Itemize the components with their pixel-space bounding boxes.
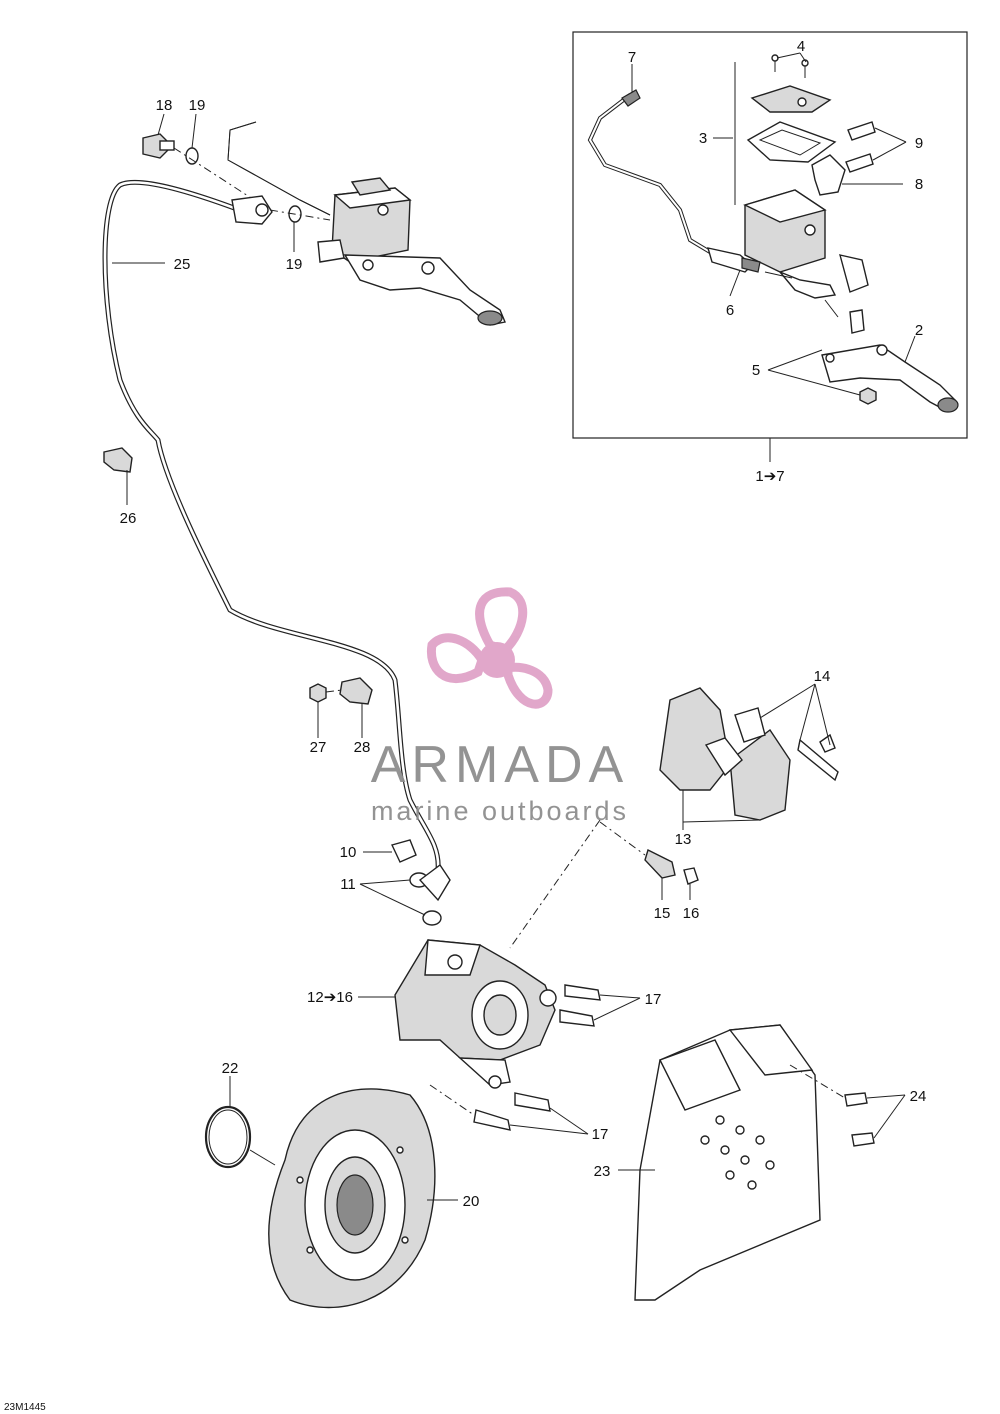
- label-9: 9: [915, 135, 923, 152]
- clip-28: [339, 677, 373, 705]
- nut-27: [309, 683, 327, 703]
- o-ring-22: [204, 1105, 252, 1169]
- master-cylinder-main: [227, 121, 506, 326]
- washer-19-top: [185, 147, 199, 165]
- drawing-code: 23M1445: [4, 1402, 46, 1413]
- brake-pads-13: [659, 687, 839, 821]
- label-1-7: 1➔7: [755, 468, 784, 485]
- label-19-lower: 19: [286, 256, 303, 273]
- label-5: 5: [752, 362, 760, 379]
- brake-hose-25: [102, 179, 441, 871]
- label-12-16: 12➔16: [307, 989, 353, 1006]
- armada-watermark: ARMADA marine outboards: [371, 587, 629, 826]
- heat-shield-23: [634, 1024, 821, 1301]
- label-15: 15: [654, 905, 671, 922]
- label-25: 25: [174, 256, 191, 273]
- label-22: 22: [222, 1060, 239, 1077]
- label-3: 3: [699, 130, 707, 147]
- label-11: 11: [340, 876, 356, 893]
- label-18: 18: [156, 97, 173, 114]
- label-6: 6: [726, 302, 734, 319]
- label-17-lower: 17: [592, 1126, 609, 1143]
- label-7: 7: [628, 49, 636, 66]
- label-4: 4: [797, 38, 805, 55]
- label-16: 16: [683, 905, 700, 922]
- label-13: 13: [675, 831, 692, 848]
- label-14: 14: [814, 668, 831, 685]
- label-2: 2: [915, 322, 923, 339]
- watermark-name: ARMADA: [371, 736, 629, 794]
- label-20: 20: [463, 1193, 480, 1210]
- label-8: 8: [915, 176, 923, 193]
- caliper-assembly: [391, 839, 601, 1131]
- hose-clip-26: [103, 447, 133, 473]
- propeller-logo: [426, 587, 553, 709]
- brake-disc-20: [268, 1088, 436, 1309]
- watermark-tagline: marine outboards: [371, 796, 629, 826]
- label-19-upper: 19: [189, 97, 206, 114]
- banjo-bolt-18: [142, 133, 175, 159]
- label-27: 27: [310, 739, 327, 756]
- label-24: 24: [910, 1088, 927, 1105]
- label-28: 28: [354, 739, 371, 756]
- label-23: 23: [594, 1163, 611, 1180]
- bleeder-screw-15: [644, 849, 676, 879]
- label-17-upper: 17: [645, 991, 662, 1008]
- label-10: 10: [340, 844, 357, 861]
- inset-master-cylinder: [587, 54, 959, 413]
- label-26: 26: [120, 510, 137, 527]
- bleeder-cap-16: [683, 867, 699, 885]
